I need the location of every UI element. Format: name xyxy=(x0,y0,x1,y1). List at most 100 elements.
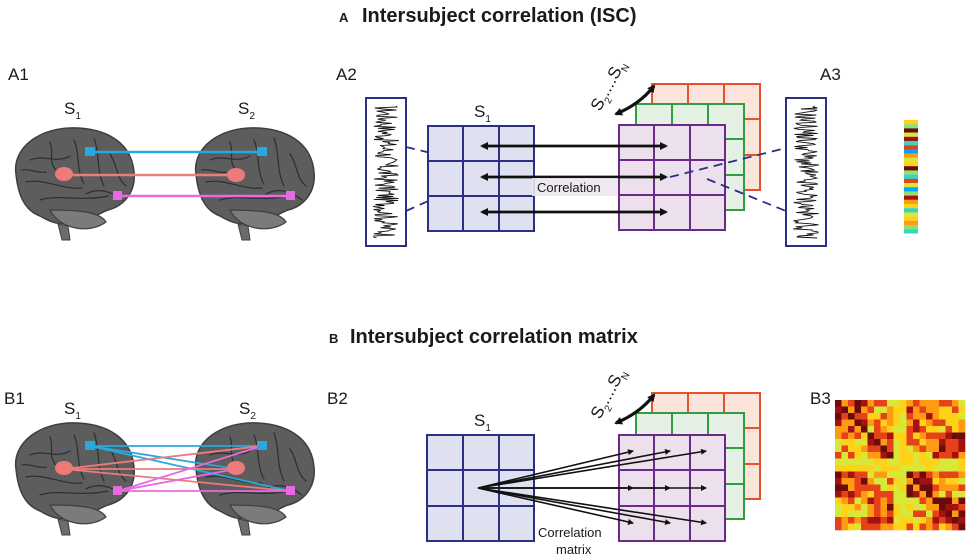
isc-matrix-cell xyxy=(841,471,849,479)
isc-matrix-cell xyxy=(906,439,914,446)
isc-matrix-cell xyxy=(880,432,888,440)
isc-matrix-cell xyxy=(919,465,927,472)
isc-matrix-cell xyxy=(952,406,959,414)
isc-matrix-cell xyxy=(913,445,920,453)
isc-matrix-cell xyxy=(841,517,849,524)
isc-matrix-cell xyxy=(952,517,959,524)
isc-matrix-cell xyxy=(874,439,881,446)
subject-grid-s1-a2 xyxy=(427,125,535,232)
isc-matrix-cell xyxy=(945,471,953,479)
isc-matrix-cell xyxy=(958,491,966,498)
isc-matrix-cell xyxy=(848,497,855,505)
isc-matrix-cell xyxy=(952,504,959,511)
isc-matrix-cell xyxy=(913,497,920,505)
isc-vector-cell xyxy=(904,183,918,188)
correlation-label-a2: Correlation xyxy=(537,180,601,195)
isc-matrix-cell xyxy=(867,445,875,453)
subject-1-label-b2: S1 xyxy=(474,411,491,434)
isc-vector-cell xyxy=(904,136,918,142)
isc-matrix-cell xyxy=(887,400,894,407)
isc-matrix-cell xyxy=(880,406,888,414)
isc-matrix-cell xyxy=(835,426,842,433)
isc-matrix-cell xyxy=(906,510,914,518)
isc-matrix-cell xyxy=(854,439,862,446)
isc-matrix-cell xyxy=(945,413,953,420)
isc-matrix-cell xyxy=(854,419,862,427)
isc-matrix-cell xyxy=(919,497,927,505)
correlation-matrix-label-line1-b2: Correlation xyxy=(538,525,602,540)
isc-matrix-cell xyxy=(835,491,842,498)
isc-matrix-cell xyxy=(893,413,901,420)
subject-range-label-a2: S2....SN xyxy=(587,63,633,114)
isc-matrix-cell xyxy=(887,523,894,531)
isc-matrix-cell xyxy=(900,439,907,446)
isc-matrix-cell xyxy=(861,497,868,505)
isc-matrix-cell xyxy=(841,452,849,459)
isc-matrix-cell xyxy=(932,478,940,485)
isc-matrix-cell xyxy=(906,504,914,511)
isc-matrix-cell xyxy=(939,504,946,511)
isc-matrix-cell xyxy=(848,426,855,433)
isc-matrix-cell xyxy=(932,458,940,466)
isc-matrix-cell xyxy=(926,426,933,433)
isc-matrix-cell xyxy=(867,510,875,518)
isc-matrix-cell xyxy=(861,510,868,518)
isc-matrix-cell xyxy=(880,497,888,505)
isc-matrix-cell xyxy=(913,471,920,479)
isc-matrix-cell xyxy=(906,471,914,479)
region-connections-b1 xyxy=(55,441,295,495)
isc-matrix-cell xyxy=(932,413,940,420)
isc-matrix-cell xyxy=(861,445,868,453)
isc-matrix-cell xyxy=(939,419,946,427)
isc-matrix-cell xyxy=(874,406,881,414)
isc-matrix-cell xyxy=(952,478,959,485)
isc-vector-cell xyxy=(904,195,918,200)
isc-matrix-cell xyxy=(919,458,927,466)
isc-matrix-cell xyxy=(900,504,907,511)
isc-matrix-cell xyxy=(945,458,953,466)
isc-matrix-cell xyxy=(900,406,907,414)
isc-matrix-cell xyxy=(945,406,953,414)
isc-matrix-cell xyxy=(900,432,907,440)
isc-matrix-cell xyxy=(926,458,933,466)
isc-matrix-cell xyxy=(945,419,953,427)
isc-matrix-cell xyxy=(835,478,842,485)
isc-matrix-cell xyxy=(848,471,855,479)
brain-right-b1 xyxy=(194,422,315,536)
isc-matrix-cell xyxy=(926,465,933,472)
isc-vector-cell xyxy=(904,220,918,226)
isc-matrix-cell xyxy=(841,419,849,427)
isc-vector-cell xyxy=(904,162,918,167)
panel-label-b2: B2 xyxy=(327,389,348,408)
isc-matrix-cell xyxy=(958,445,966,453)
isc-vector-cell xyxy=(904,212,918,217)
isc-matrix-cell xyxy=(861,523,868,531)
isc-vector-cell xyxy=(904,149,918,154)
isc-matrix-cell xyxy=(913,517,920,524)
isc-matrix-cell xyxy=(867,465,875,472)
isc-matrix-cell xyxy=(874,432,881,440)
isc-matrix-cell xyxy=(880,419,888,427)
isc-matrix-cell xyxy=(919,413,927,420)
isc-matrix-cell xyxy=(952,471,959,479)
isc-matrix-cell xyxy=(932,445,940,453)
isc-matrix-cell xyxy=(867,439,875,446)
isc-matrix-cell xyxy=(900,400,907,407)
isc-matrix-cell xyxy=(874,523,881,531)
isc-matrix-cell xyxy=(848,419,855,427)
isc-matrix-cell xyxy=(874,426,881,433)
isc-matrix-cell xyxy=(939,510,946,518)
isc-matrix-cell xyxy=(939,484,946,492)
isc-matrix-cell xyxy=(926,484,933,492)
isc-matrix-cell xyxy=(900,517,907,524)
subject-1-label-a1: S1 xyxy=(64,99,81,122)
isc-matrix-cell xyxy=(939,491,946,498)
isc-matrix-cell xyxy=(867,413,875,420)
isc-matrix-cell xyxy=(913,478,920,485)
isc-vector-cell xyxy=(904,145,918,150)
isc-vector-cell xyxy=(904,174,918,179)
isc-matrix-cell xyxy=(867,478,875,485)
isc-matrix-cell xyxy=(874,465,881,472)
isc-vector-cell xyxy=(904,229,918,234)
isc-matrix-cell xyxy=(854,452,862,459)
